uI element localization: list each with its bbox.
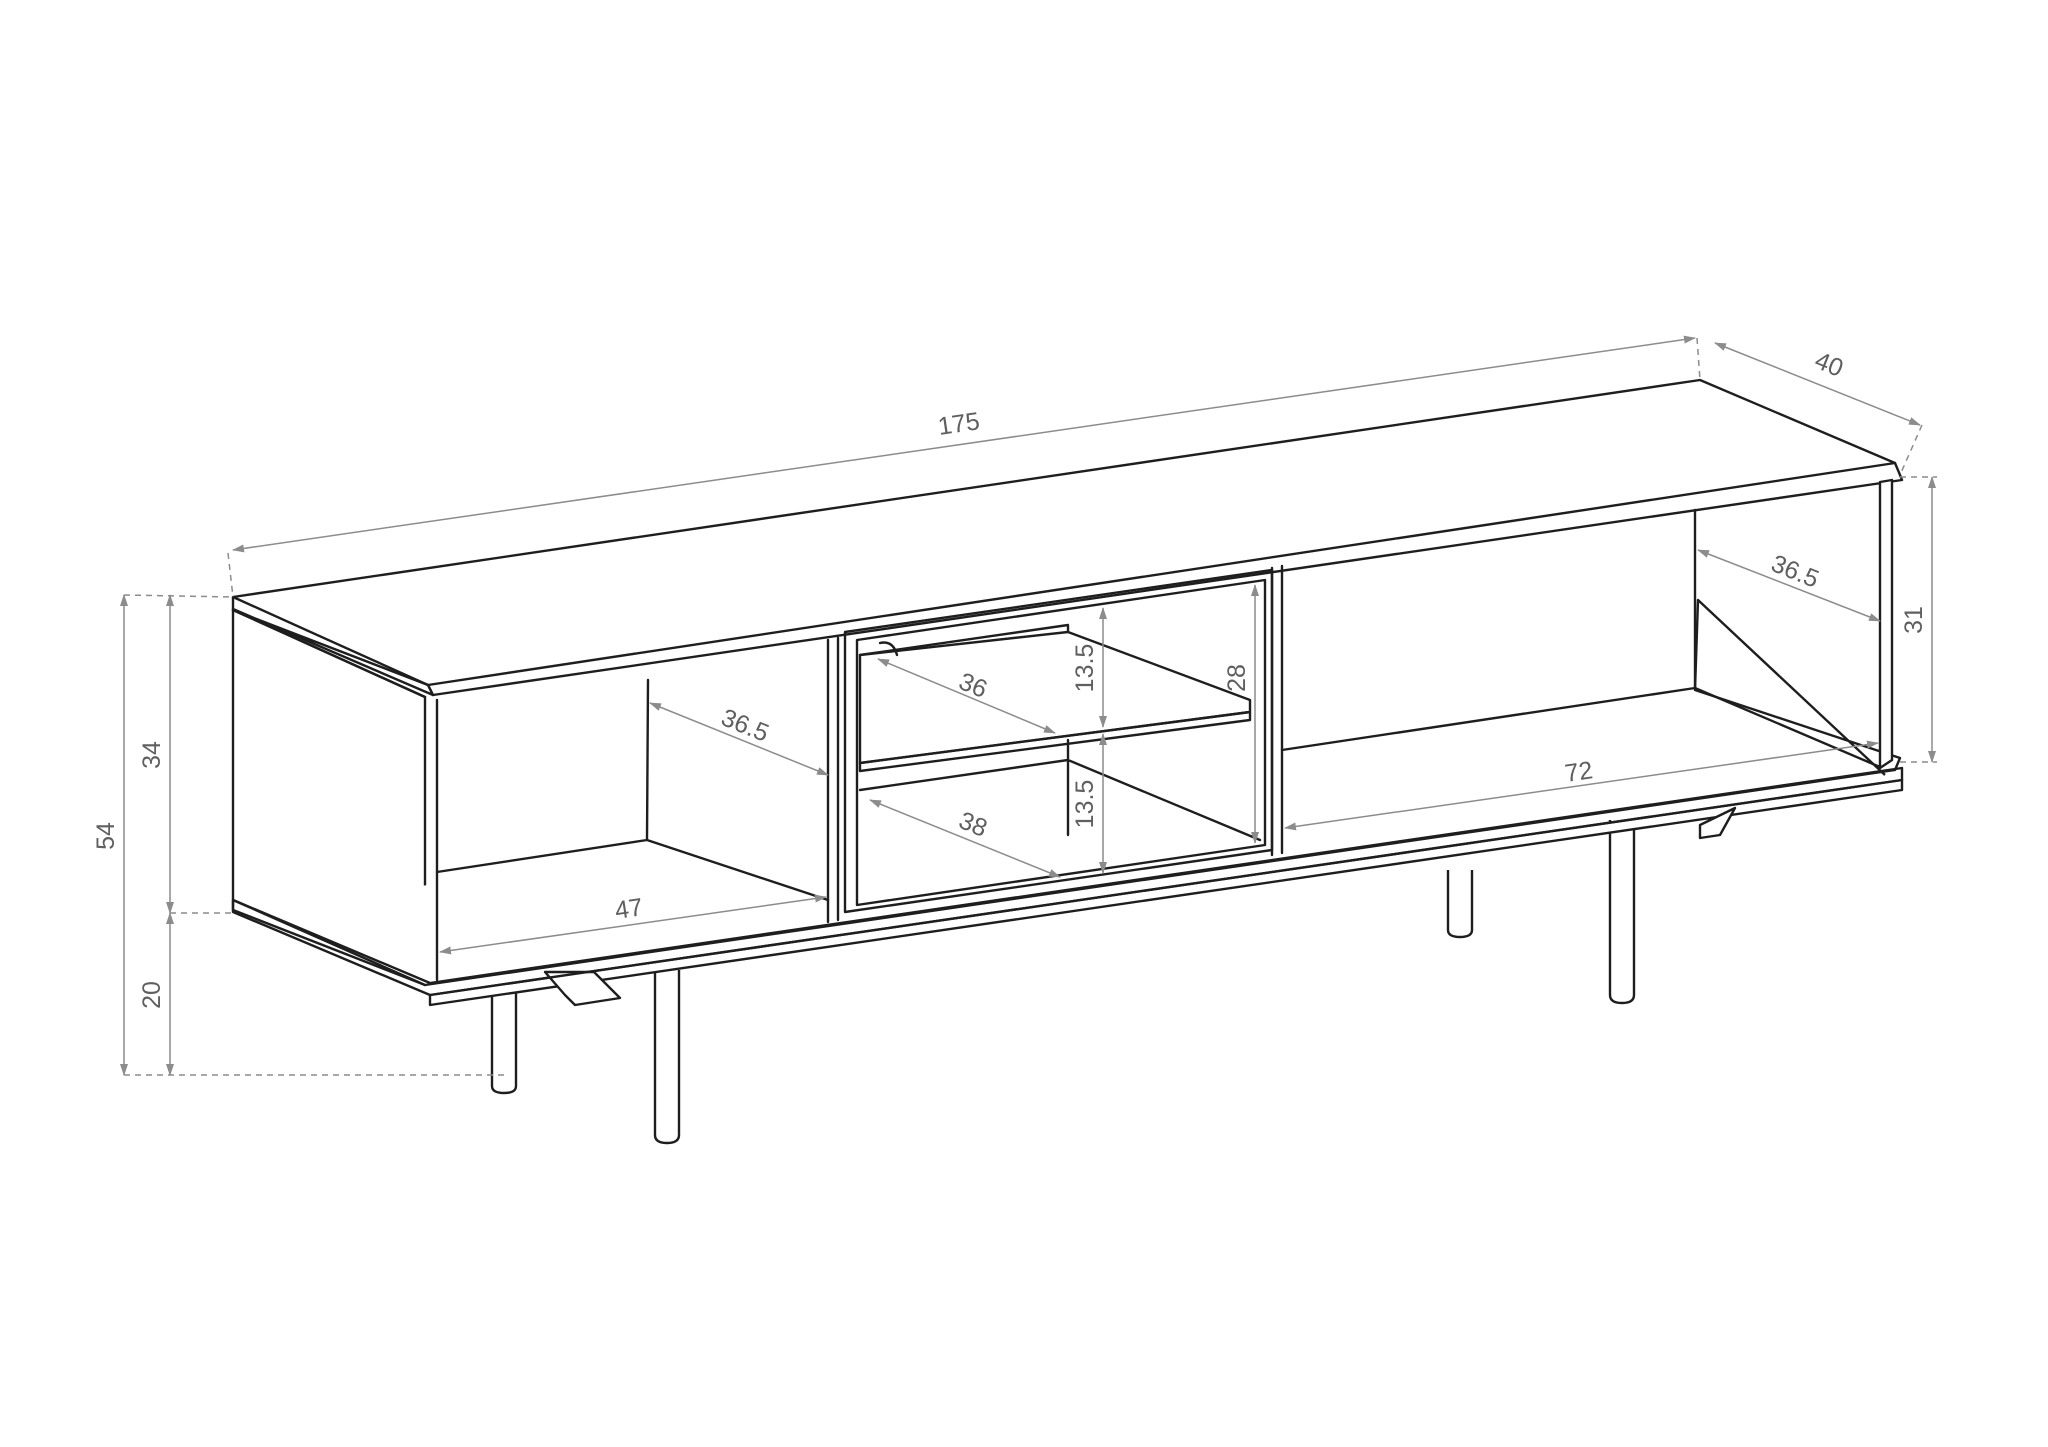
label-center-upper-height: 13.5 bbox=[1071, 644, 1099, 693]
leg-back-right bbox=[1446, 870, 1474, 939]
extension-lines bbox=[123, 337, 1937, 1076]
shelf-handle bbox=[878, 641, 899, 657]
label-right-inner-height: 31 bbox=[1900, 606, 1928, 634]
cabinet bbox=[231, 378, 1904, 997]
dim-right-inner-depth bbox=[1697, 549, 1881, 622]
label-right-inner-width: 72 bbox=[1563, 756, 1595, 788]
leg-front-left bbox=[490, 986, 518, 1095]
leg-front-right bbox=[1608, 820, 1636, 1005]
dim-depth bbox=[1714, 342, 1921, 426]
left-compartment bbox=[435, 678, 830, 982]
label-body-height: 34 bbox=[138, 741, 166, 769]
center-frame-inner bbox=[855, 578, 1267, 907]
label-center-height: 28 bbox=[1223, 664, 1251, 692]
dim-shelf-depth bbox=[877, 658, 1056, 734]
label-total-width: 175 bbox=[936, 407, 981, 441]
label-leg-height: 20 bbox=[138, 981, 166, 1009]
dim-right-inner-width bbox=[1284, 740, 1879, 831]
dimensions bbox=[120, 335, 1937, 1076]
center-shelf-front bbox=[858, 710, 1252, 773]
dim-left-inner-depth bbox=[649, 702, 829, 776]
center-shelf bbox=[858, 630, 1252, 765]
label-depth: 40 bbox=[1811, 346, 1847, 382]
legs bbox=[490, 820, 1636, 1145]
dim-center-bottom-depth bbox=[869, 799, 1061, 878]
dim-left-inner-width bbox=[439, 894, 827, 955]
label-left-inner-width: 47 bbox=[613, 893, 645, 925]
right-side-panel bbox=[1878, 478, 1894, 770]
label-total-height: 54 bbox=[92, 822, 120, 850]
label-center-lower-height: 13.5 bbox=[1071, 780, 1099, 829]
left-panel-edge bbox=[231, 608, 427, 699]
leg-back-left bbox=[653, 970, 681, 1145]
dim-total-width bbox=[232, 335, 1696, 553]
bottom-panel-front bbox=[231, 766, 1904, 997]
